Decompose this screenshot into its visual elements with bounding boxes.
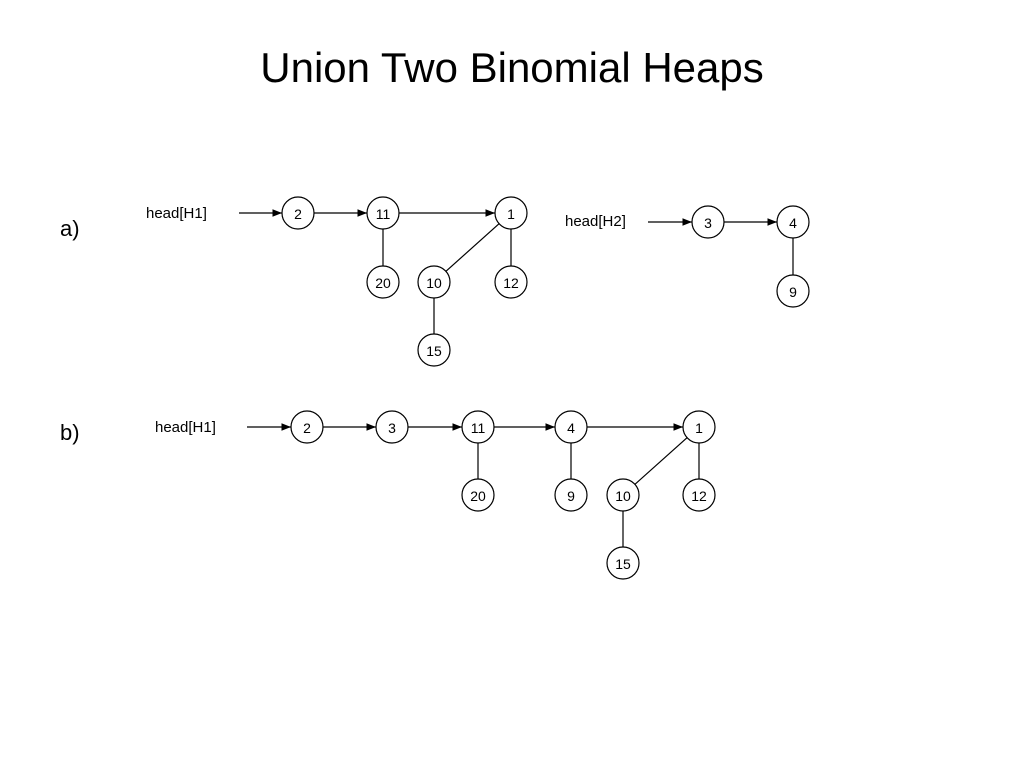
node-circle (461, 410, 495, 444)
heap-a-h2: head[H2] 3 4 9 (565, 205, 810, 308)
head-label: head[H1] (146, 205, 207, 222)
heap-node: 2 (290, 410, 324, 444)
node-key: 1 (695, 420, 703, 436)
node-key: 11 (376, 206, 391, 222)
heap-node: 1 (682, 410, 716, 444)
part-a: a) head[H1] 2 11 20 1 10 12 15 head[H2] 3 4 9 (60, 196, 810, 367)
part-label-b: b) (60, 420, 80, 445)
slide-title: Union Two Binomial Heaps (260, 44, 764, 91)
heap-node: 20 (366, 265, 400, 299)
node-key: 15 (426, 343, 442, 359)
heap-node: 12 (682, 478, 716, 512)
heap-a-h1: head[H1] 2 11 20 1 10 12 15 (146, 196, 528, 367)
node-key: 10 (615, 488, 631, 504)
tree-edge (634, 437, 688, 485)
heap-node: 3 (375, 410, 409, 444)
node-key: 20 (470, 488, 486, 504)
node-key: 12 (691, 488, 707, 504)
heap-node: 15 (417, 333, 451, 367)
heap-b-h1: head[H1] 2 3 11 20 4 9 1 10 12 15 (155, 410, 716, 580)
node-circle (417, 265, 451, 299)
node-circle (461, 478, 495, 512)
heap-node: 9 (776, 274, 810, 308)
node-circle (494, 265, 528, 299)
node-key: 2 (303, 420, 311, 436)
node-key: 10 (426, 275, 442, 291)
tree-edge (445, 223, 500, 272)
node-circle (554, 410, 588, 444)
heap-node: 1 (494, 196, 528, 230)
heap-node: 10 (417, 265, 451, 299)
node-key: 4 (567, 420, 575, 436)
heap-node: 2 (281, 196, 315, 230)
node-key: 3 (388, 420, 396, 436)
node-key: 3 (704, 215, 712, 231)
node-key: 15 (615, 556, 631, 572)
heap-node: 4 (776, 205, 810, 239)
node-circle (494, 196, 528, 230)
heap-node: 12 (494, 265, 528, 299)
node-circle (776, 274, 810, 308)
heap-node: 10 (606, 478, 640, 512)
node-key: 1 (507, 206, 515, 222)
node-key: 4 (789, 215, 797, 231)
node-circle (281, 196, 315, 230)
heap-node: 15 (606, 546, 640, 580)
node-circle (290, 410, 324, 444)
node-key: 9 (567, 488, 575, 504)
node-circle (366, 196, 400, 230)
node-circle (776, 205, 810, 239)
node-circle (682, 410, 716, 444)
heap-node: 9 (554, 478, 588, 512)
head-label: head[H2] (565, 213, 626, 230)
head-label: head[H1] (155, 419, 216, 436)
heap-node: 4 (554, 410, 588, 444)
node-key: 20 (375, 275, 391, 291)
node-key: 9 (789, 284, 797, 300)
node-circle (606, 546, 640, 580)
heap-node: 20 (461, 478, 495, 512)
node-circle (366, 265, 400, 299)
node-key: 2 (294, 206, 302, 222)
node-circle (554, 478, 588, 512)
part-b: b) head[H1] 2 3 11 20 4 9 1 10 12 15 (60, 410, 716, 580)
node-circle (417, 333, 451, 367)
node-circle (375, 410, 409, 444)
part-label-a: a) (60, 216, 80, 241)
node-circle (691, 205, 725, 239)
heap-node: 11 (366, 196, 400, 230)
heap-node: 11 (461, 410, 495, 444)
node-circle (682, 478, 716, 512)
node-key: 12 (503, 275, 519, 291)
node-key: 11 (471, 420, 486, 436)
node-circle (606, 478, 640, 512)
heap-node: 3 (691, 205, 725, 239)
